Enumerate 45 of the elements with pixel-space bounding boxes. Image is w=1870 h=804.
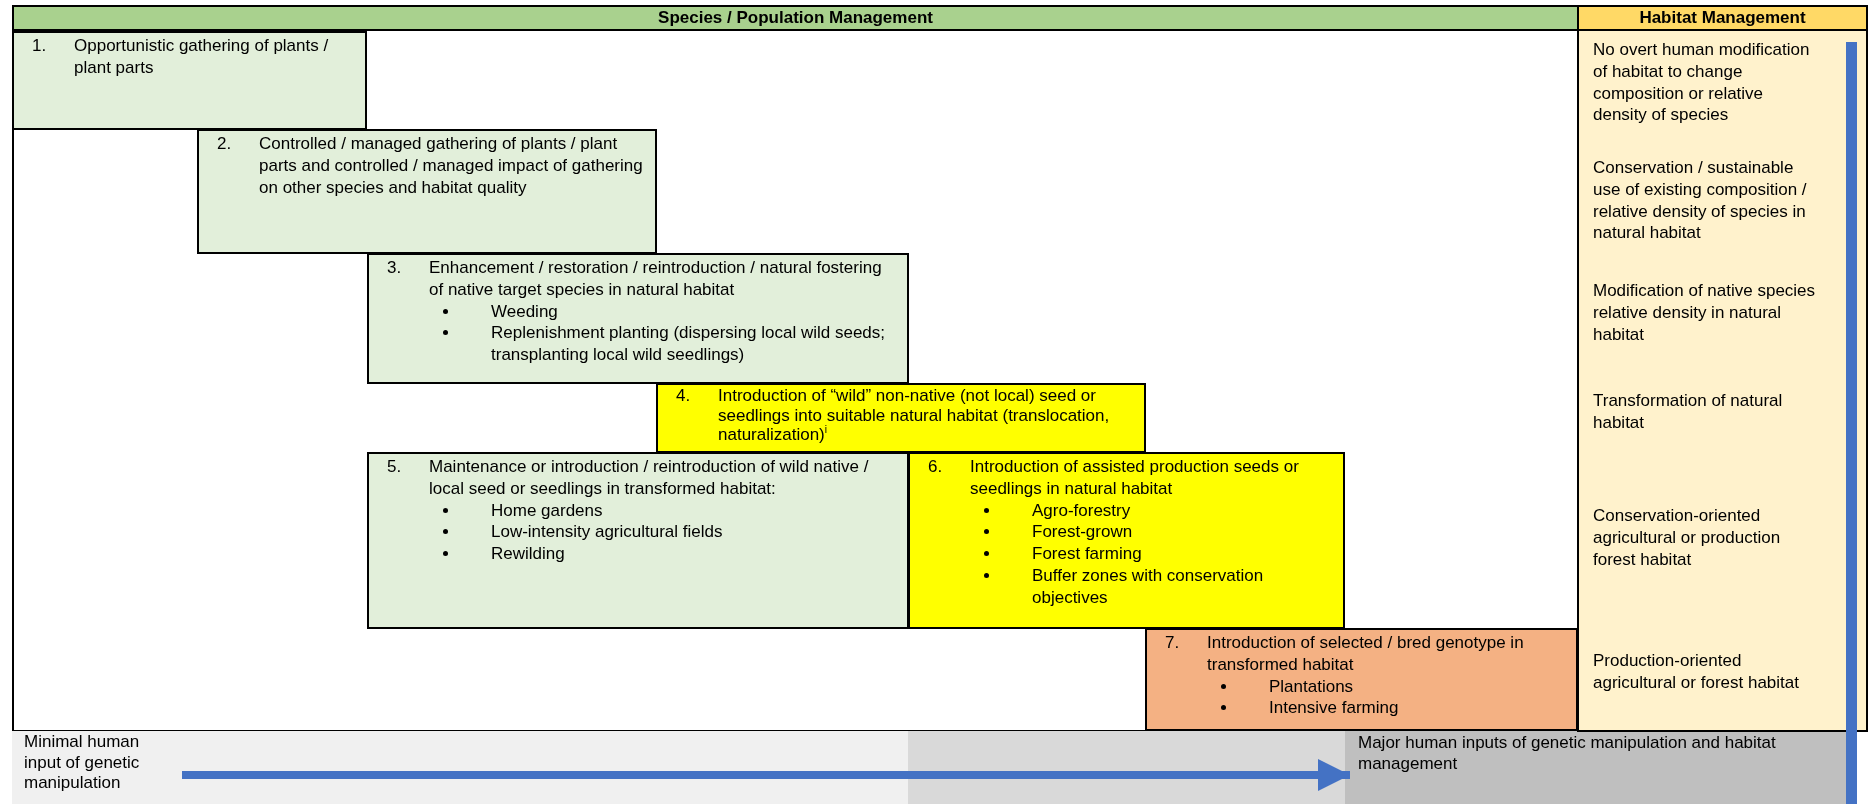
- bullet-item: Weeding: [429, 300, 899, 323]
- habitat-text: Transformation of natural habitat: [1593, 390, 1784, 434]
- stage-box: [367, 253, 909, 384]
- step-number: 2.: [216, 133, 233, 155]
- box-heading: Opportunistic gathering of plants / plant parts: [74, 35, 330, 79]
- box-heading: Introduction of assisted production seeds or seedlings in natural habitat: [970, 456, 1300, 500]
- stage-box: [908, 452, 1345, 629]
- box-heading: Introduction of “wild” non-native (not local) seed or seedlings into suitable natural habitat (translocation, naturalization)$^{i}$: [718, 386, 1111, 446]
- bottom-label: Major human inputs of genetic manipulation and habitat management: [1358, 733, 1828, 775]
- step-number: 3.: [386, 257, 403, 279]
- bullet-item: Plantations: [1207, 675, 1568, 698]
- step-number: 7.: [1164, 632, 1181, 654]
- habitat-text: Conservation / sustainable use of existing composition / relative density of species in natural habitat: [1593, 157, 1808, 244]
- bullet-item: Replenishment planting (dispersing local wild seeds; transplanting local wild seedlings): [429, 322, 899, 366]
- bullet-item: Forest-grown: [970, 521, 1335, 543]
- habitat-text: Production-oriented agricultural or forest habitat: [1593, 650, 1800, 694]
- step-number: 5.: [386, 456, 403, 478]
- bullet-item: Buffer zones with conservation objectives: [970, 564, 1335, 609]
- habitat-text: Conservation-oriented agricultural or production forest habitat: [1593, 505, 1782, 571]
- arrow: [182, 759, 1350, 791]
- header-text: Species / Population Management: [658, 8, 933, 27]
- bullet-item: Rewilding: [429, 543, 899, 565]
- column-heading: Habitat Management: [1579, 7, 1866, 31]
- stage-box: [12, 31, 367, 130]
- bullet-item: Home gardens: [429, 499, 899, 522]
- stage-box: [1145, 628, 1578, 731]
- box-heading: Controlled / managed gathering of plants / plant parts and controlled / managed impact of gathering on other species and habitat quality: [259, 133, 644, 199]
- habitat-text: No overt human modification of habitat to change composition or relative density of species: [1593, 39, 1811, 126]
- habitat-column: [1577, 5, 1868, 732]
- bottom-label: Minimal human input of genetic manipulation: [24, 732, 174, 795]
- box-heading: Introduction of selected / bred genotype in transformed habitat: [1207, 632, 1525, 676]
- box-heading: Maintenance or introduction / reintroduction of wild native / local seed or seedlings in transformed habitat:: [429, 456, 870, 500]
- stage-box: [197, 129, 657, 254]
- stage-box: [656, 383, 1146, 453]
- bullet-item: Forest farming: [970, 543, 1335, 565]
- stage-box: [367, 452, 909, 629]
- bullet-item: Intensive farming: [1207, 697, 1568, 719]
- step-number: 6.: [927, 456, 944, 478]
- header-band: [12, 5, 1579, 31]
- step-number: 1.: [31, 35, 48, 57]
- bullet-item: Low-intensity agricultural fields: [429, 521, 899, 543]
- bullet-item: Agro-forestry: [970, 499, 1335, 522]
- box-heading: Enhancement / restoration / reintroduction / natural fostering of native target species in natural habitat: [429, 257, 883, 301]
- habitat-text: Modification of native species relative density in natural habitat: [1593, 280, 1817, 346]
- step-number: 4.: [675, 386, 692, 407]
